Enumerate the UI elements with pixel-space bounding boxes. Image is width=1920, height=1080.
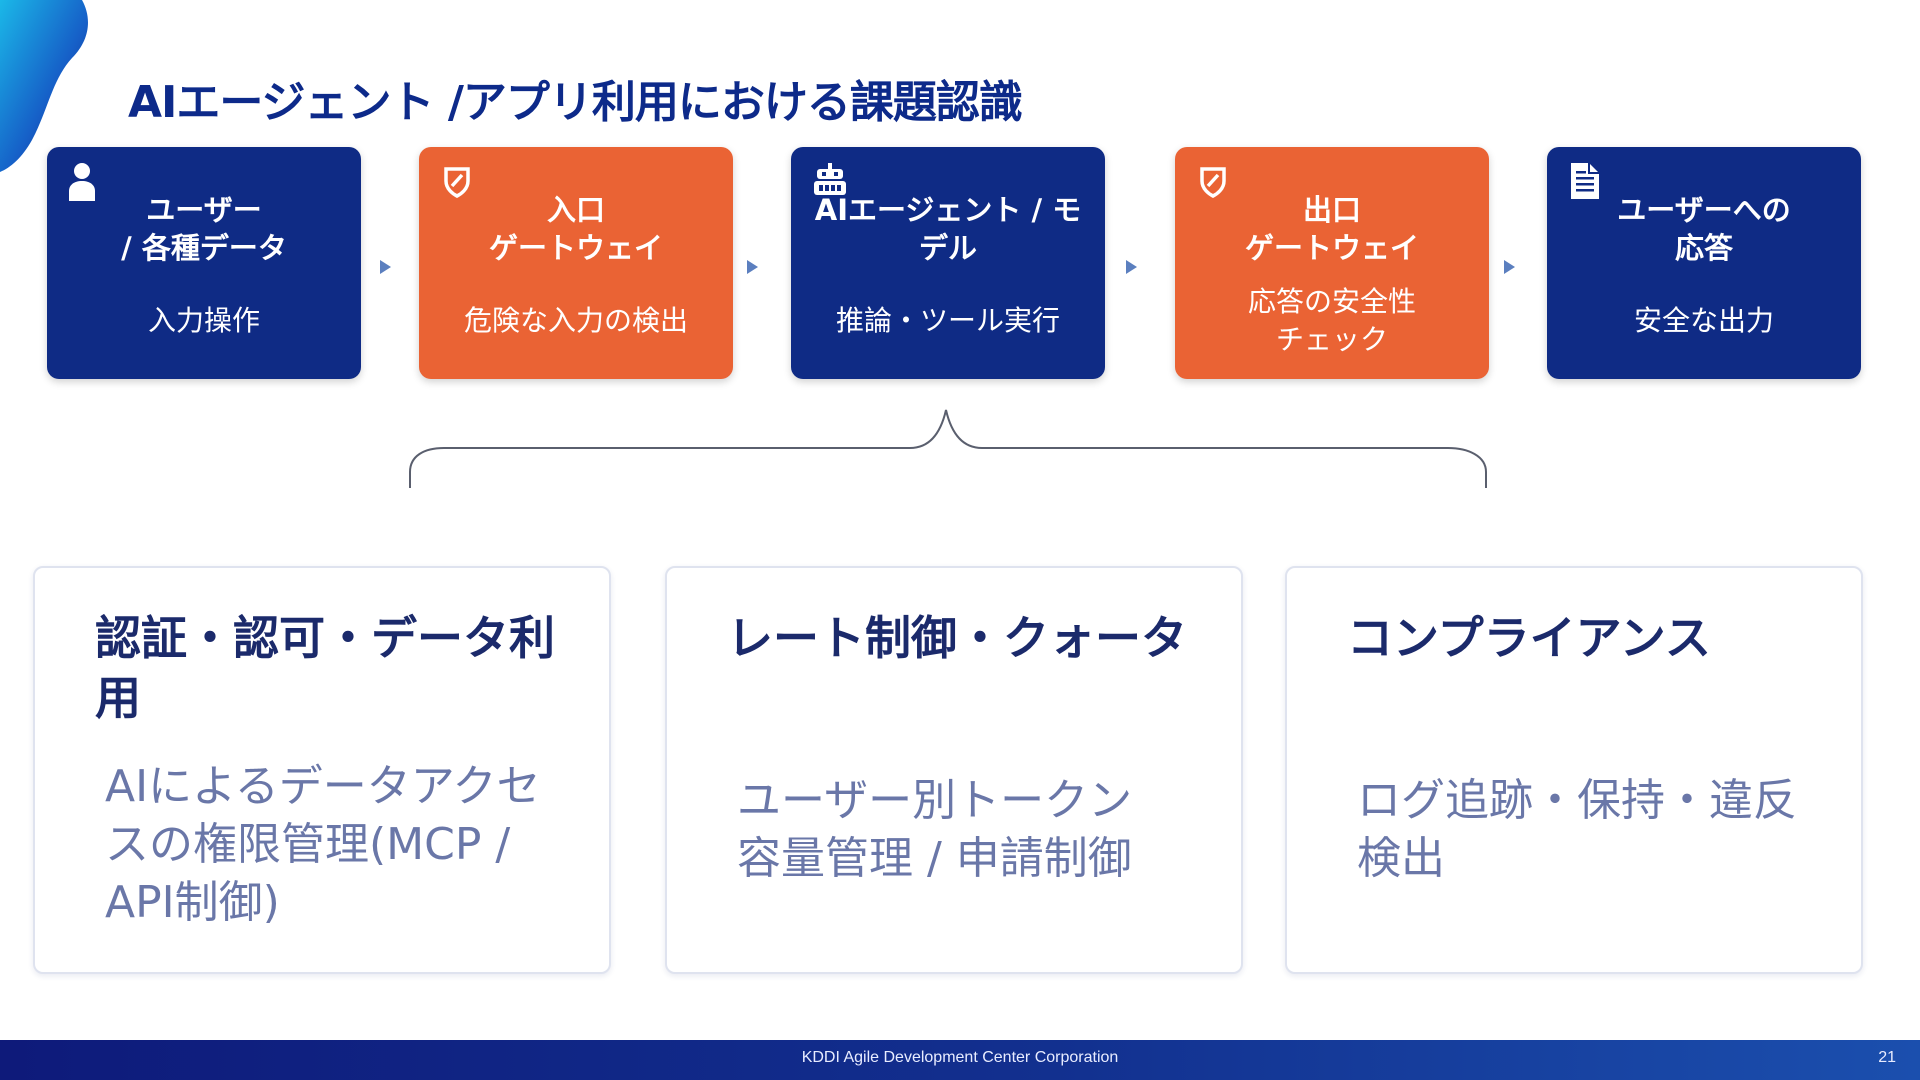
corner-decoration	[0, 0, 88, 172]
challenge-card-auth: 認証・認可・データ利用 AIによるデータアクセ スの権限管理(MCP / API…	[33, 566, 611, 974]
card-description: ログ追跡・保持・違反 検出	[1357, 775, 1797, 884]
flow-step-response: ユーザーへの 応答 安全な出力	[1547, 147, 1861, 379]
document-icon	[1571, 163, 1599, 199]
footer-company: KDDI Agile Development Center Corporatio…	[801, 1049, 1119, 1066]
card-description: ユーザー別トークン 容量管理 / 申請制御	[737, 775, 1133, 884]
flow-step-title: 出口 ゲートウェイ	[1244, 193, 1419, 265]
flow-step-input-gateway: 入口 ゲートウェイ 危険な入力の検出	[419, 147, 733, 379]
shield-icon	[444, 167, 470, 198]
flow-step-description: 推論・ツール実行	[835, 304, 1060, 337]
user-icon	[69, 163, 95, 201]
flow-arrow	[380, 260, 391, 274]
shield-icon	[1200, 167, 1226, 198]
flow-arrow	[1504, 260, 1515, 274]
page-number: 21	[1878, 1049, 1896, 1066]
flow-step-description: 応答の安全性 チェック	[1247, 285, 1416, 356]
flow-step-title: 入口 ゲートウェイ	[488, 193, 663, 265]
flow-step-description: 安全な出力	[1633, 304, 1774, 337]
robot-icon	[814, 163, 846, 195]
card-title: 認証・認可・データ利用	[95, 611, 555, 725]
flow-step-description: 入力操作	[147, 304, 260, 337]
card-title: コンプライアンス	[1347, 611, 1711, 665]
curly-brace	[409, 409, 1487, 488]
card-description: AIによるデータアクセ スの権限管理(MCP / API制御)	[105, 761, 541, 928]
flow-step-title: ユーザー / 各種データ	[121, 193, 287, 265]
flow-step-ai-agent: AIエージェント / モ デル 推論・ツール実行	[791, 147, 1105, 379]
challenge-card-compliance: コンプライアンス ログ追跡・保持・違反 検出	[1285, 566, 1863, 974]
flow-arrow	[747, 260, 758, 274]
flow-arrow	[1126, 260, 1137, 274]
challenge-card-rate-limit: レート制御・クォータ ユーザー別トークン 容量管理 / 申請制御	[665, 566, 1243, 974]
flow-step-title: ユーザーへの 応答	[1617, 193, 1791, 265]
card-title: レート制御・クォータ	[727, 611, 1187, 665]
flow-step-output-gateway: 出口 ゲートウェイ 応答の安全性 チェック	[1175, 147, 1489, 379]
flow-step-description: 危険な入力の検出	[463, 304, 688, 337]
page-title: AIエージェント /アプリ利用における課題認識	[128, 77, 1023, 128]
flow-step-title: AIエージェント / モ デル	[814, 193, 1082, 265]
footer-bar: KDDI Agile Development Center Corporatio…	[0, 1040, 1920, 1080]
flow-step-user-data: ユーザー / 各種データ 入力操作	[47, 147, 361, 379]
